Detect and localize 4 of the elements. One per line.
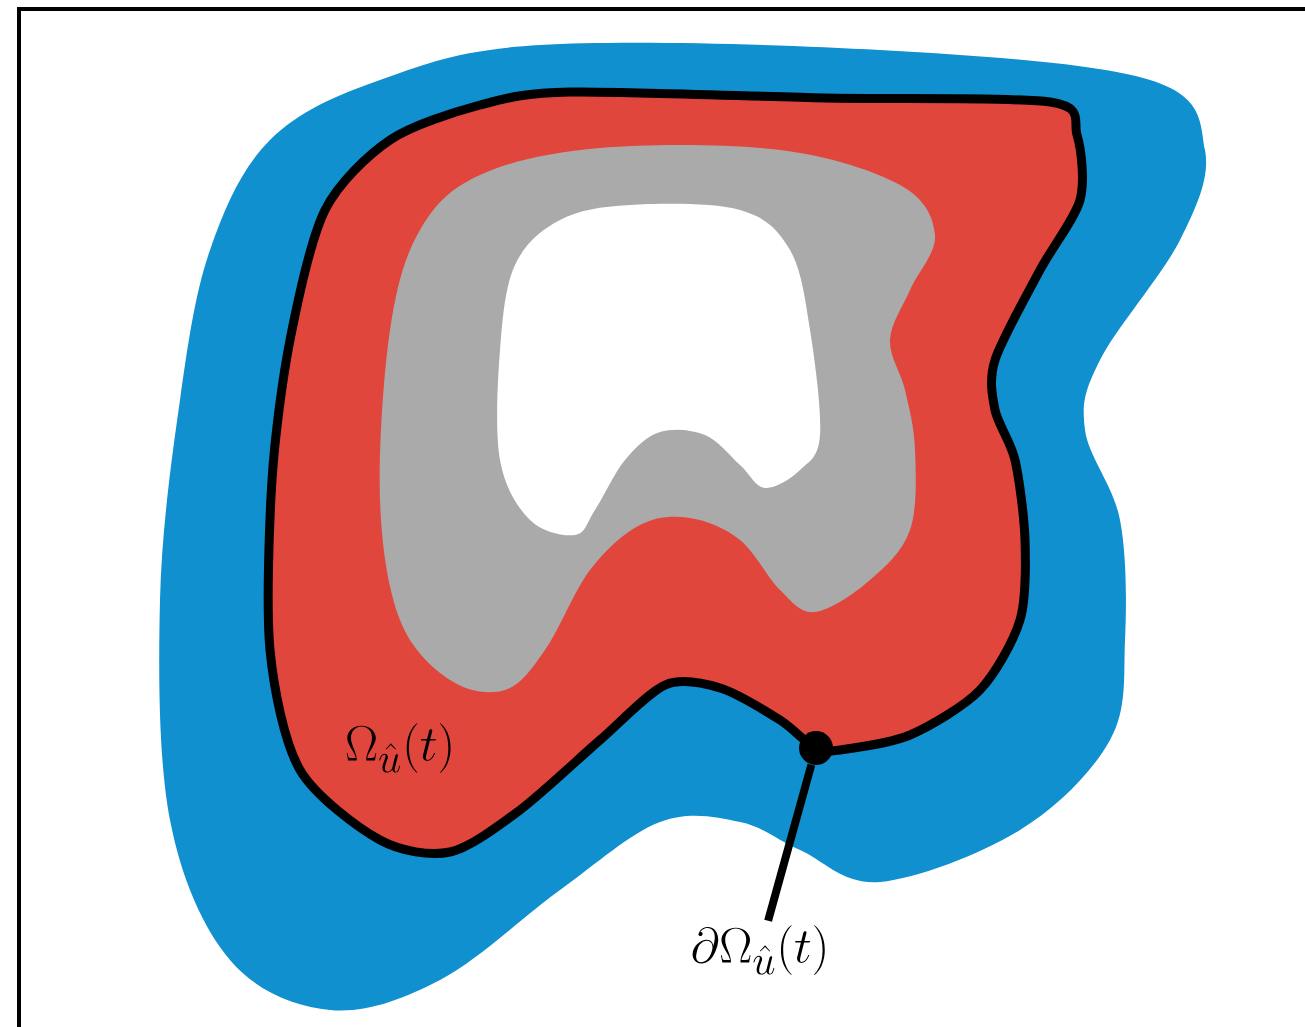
leader-line: [764, 763, 816, 922]
region-label: $\Omega_{\hat{u}}(t)$: [346, 723, 451, 773]
boundary-point: [799, 731, 833, 765]
boundary-label: $\partial\Omega_{\hat{u}}(t)$: [692, 925, 825, 975]
